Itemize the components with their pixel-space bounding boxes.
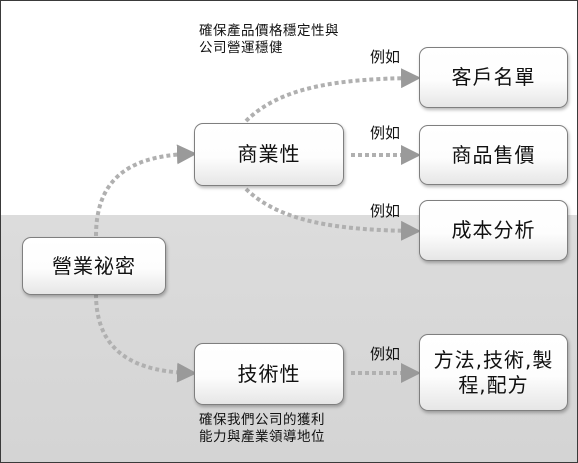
arrow-commercial-to-customer-list bbox=[244, 68, 421, 123]
edge-label-method: 例如 bbox=[370, 345, 401, 363]
technical-note-line2: 能力與產業領導地位 bbox=[199, 429, 325, 445]
node-method: 方法,技術,製 程,配方 bbox=[419, 334, 568, 411]
technical-note-line1: 確保我們公司的獲利 bbox=[199, 412, 325, 428]
edge-label-cost-analysis: 例如 bbox=[370, 202, 401, 220]
arrow-root-to-commercial bbox=[94, 144, 197, 237]
node-commercial: 商業性 bbox=[194, 123, 344, 186]
technical-note: 確保我們公司的獲利 能力與產業領導地位 bbox=[199, 412, 325, 446]
edge-label-customer-list: 例如 bbox=[370, 48, 401, 66]
node-method-line1: 方法,技術,製 bbox=[433, 347, 554, 372]
commercial-note: 確保產品價格穩定性與 公司營運穩健 bbox=[199, 23, 339, 57]
commercial-note-line2: 公司營運穩健 bbox=[199, 40, 283, 56]
commercial-note-line1: 確保產品價格穩定性與 bbox=[199, 23, 339, 39]
node-product-price: 商品售價 bbox=[419, 125, 568, 185]
arrow-commercial-to-cost-analysis bbox=[244, 187, 421, 241]
edge-label-product-price: 例如 bbox=[370, 124, 401, 142]
node-cost-analysis: 成本分析 bbox=[419, 200, 568, 261]
node-technical: 技術性 bbox=[194, 343, 344, 405]
arrow-root-to-technical bbox=[94, 293, 197, 383]
node-customer-list: 客戶名單 bbox=[419, 47, 568, 108]
node-trade-secret: 營業祕密 bbox=[22, 237, 166, 295]
node-method-line2: 程,配方 bbox=[458, 372, 529, 397]
